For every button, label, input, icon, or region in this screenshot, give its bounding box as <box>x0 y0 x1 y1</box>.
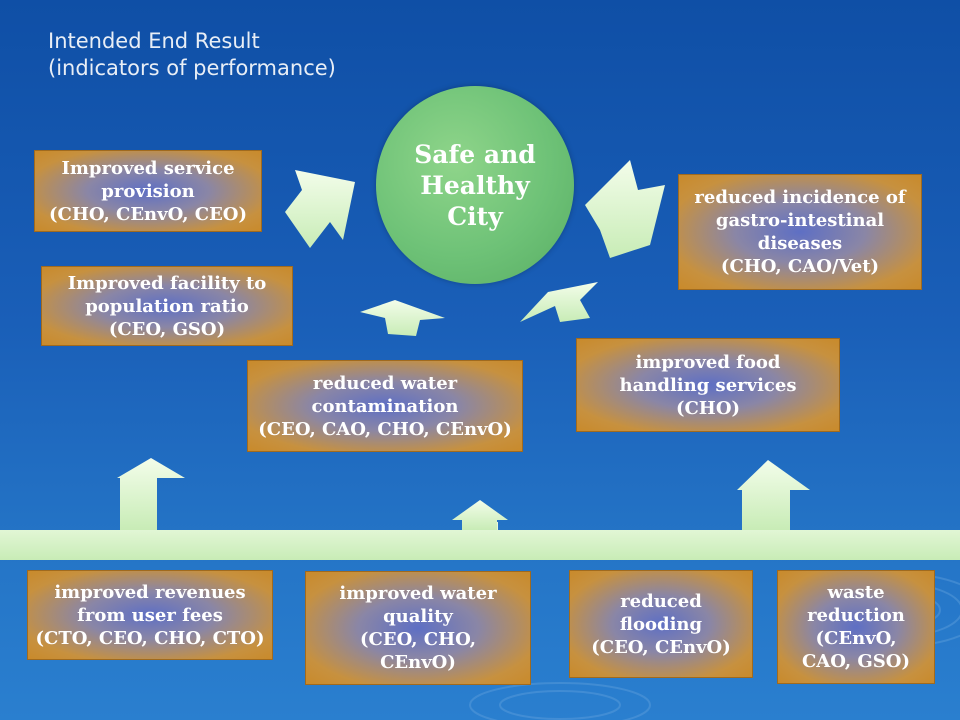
box-line: improved water <box>339 583 497 604</box>
box-line: improved food <box>635 351 781 373</box>
up-arrow-left <box>117 458 185 530</box>
arrow-right-to-circle <box>585 160 665 258</box>
goal-line: City <box>447 201 503 231</box>
box-line: (CEO, CAO, CHO, CEnvO) <box>258 418 512 440</box>
input-box-water-quality: improved water quality (CEO, CHO, CEnvO) <box>305 571 531 685</box>
heading-line1: Intended End Result <box>48 29 260 53</box>
outcome-box-food-handling: improved food handling services (CHO) <box>576 338 840 432</box>
box-line: diseases <box>757 233 843 254</box>
outcome-box-service-provision: Improved service provision (CHO, CEnvO, … <box>34 150 262 232</box>
box-line: (CEnvO, <box>815 628 897 649</box>
box-line: (CEO, CHO, <box>360 629 476 650</box>
box-line: (CHO, CEnvO, CEO) <box>49 203 247 225</box>
box-line: reduced <box>620 590 702 612</box>
box-line: reduced incidence of <box>694 187 906 208</box>
box-line: improved revenues <box>54 581 246 603</box>
arrow-right-small <box>520 282 598 322</box>
box-line: (CHO, CAO/Vet) <box>720 256 880 277</box>
heading-line2: (indicators of performance) <box>48 56 336 80</box>
box-line: flooding <box>619 613 703 635</box>
goal-line: Healthy <box>420 170 530 200</box>
input-box-flooding: reduced flooding (CEO, CEnvO) <box>569 570 753 678</box>
box-line: from user fees <box>77 604 223 626</box>
outcome-box-facility-ratio: Improved facility to population ratio (C… <box>41 266 293 346</box>
box-line: (CHO) <box>675 397 741 419</box>
box-line: provision <box>101 180 195 202</box>
box-line: CEnvO) <box>380 652 456 673</box>
box-line: Improved facility to <box>67 272 267 294</box>
box-line: waste <box>827 582 885 603</box>
box-line: quality <box>383 606 453 627</box>
box-line: (CTO, CEO, CHO, CTO) <box>35 627 265 649</box>
arrow-center-small <box>360 300 445 336</box>
outcome-box-water-contamination: reduced water contamination (CEO, CAO, C… <box>247 360 523 452</box>
goal-line: Safe and <box>414 139 536 169</box>
box-line: handling services <box>619 374 797 396</box>
box-line: reduction <box>807 605 905 626</box>
box-line: (CEO, GSO) <box>108 318 226 340</box>
up-arrow-center <box>452 500 508 530</box>
outcome-box-gastro-diseases: reduced incidence of gastro-intestinal d… <box>678 174 922 290</box>
box-line: CAO, GSO) <box>801 651 911 672</box>
diagram-heading: Intended End Result (indicators of perfo… <box>48 28 336 82</box>
arrow-left-to-circle <box>285 170 355 248</box>
box-line: population ratio <box>85 295 249 317</box>
horizontal-arrow-band <box>0 510 960 560</box>
box-line: gastro-intestinal <box>715 210 885 231</box>
box-line: reduced water <box>312 372 458 394</box>
input-box-revenues: improved revenues from user fees (CTO, C… <box>27 570 273 660</box>
box-line: Improved service <box>61 157 235 179</box>
input-box-waste: waste reduction (CEnvO, CAO, GSO) <box>777 570 935 684</box>
goal-circle: Safe and Healthy City <box>376 86 574 284</box>
up-arrow-right <box>737 460 810 530</box>
box-line: (CEO, CEnvO) <box>591 636 731 658</box>
box-line: contamination <box>311 395 459 417</box>
